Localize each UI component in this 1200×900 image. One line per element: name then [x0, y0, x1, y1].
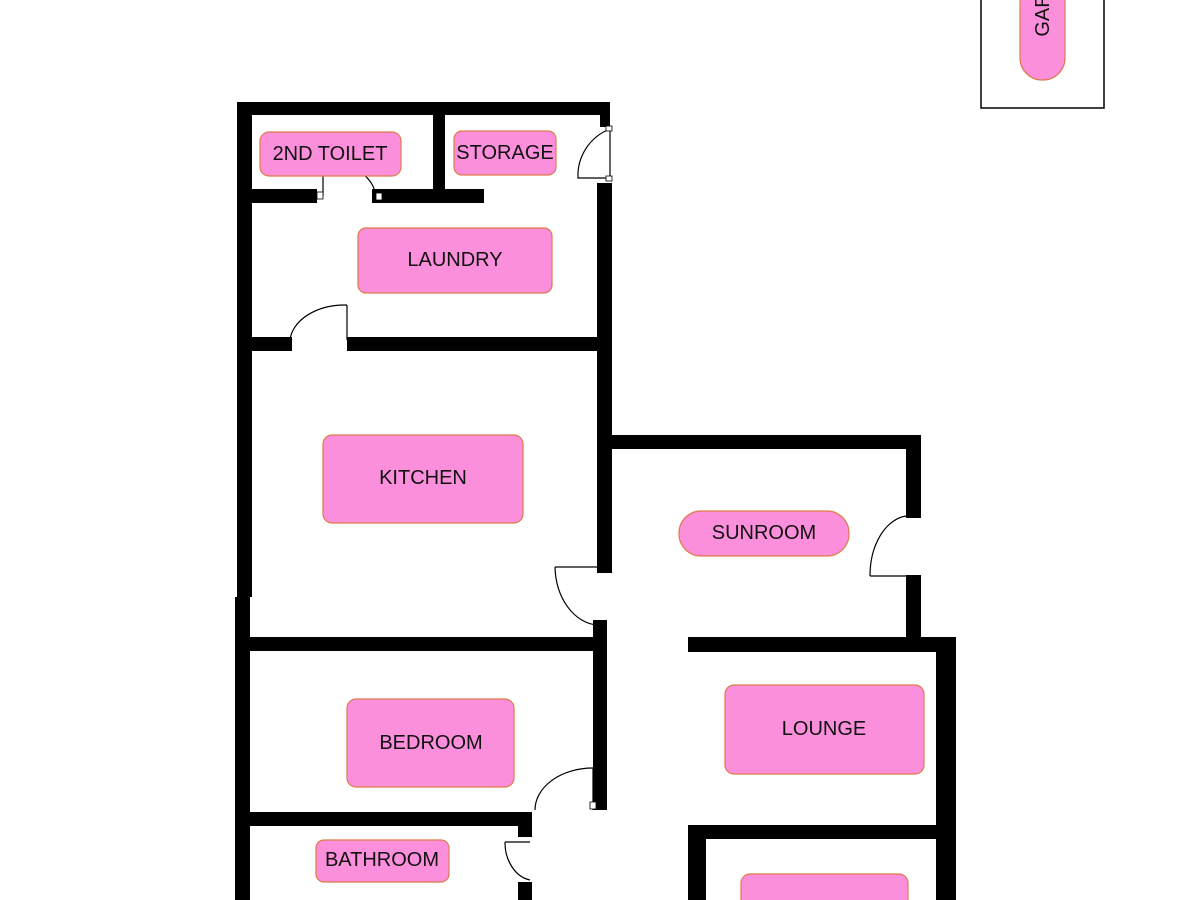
garage-label: GAR — [1032, 0, 1054, 37]
second-toilet-label: 2ND TOILET — [273, 143, 388, 165]
wall-lounge-top — [688, 637, 956, 652]
storage-label-box — [453, 130, 557, 176]
walls — [235, 102, 956, 900]
door-laundry-kitchen — [289, 304, 348, 341]
wall-left-upper — [237, 102, 252, 597]
door-bathroom — [504, 841, 531, 881]
lounge-label-box — [724, 684, 925, 775]
wall-lounge-right — [936, 637, 956, 900]
wall-bottom-room-left — [688, 825, 706, 900]
room-storage: STORAGE — [453, 130, 557, 176]
bathroom-label-box — [315, 839, 450, 883]
wall-toilet-storage-divider — [433, 102, 445, 192]
room-bathroom: BATHROOM — [315, 839, 450, 883]
wall-sunroom-right-upper — [906, 435, 921, 518]
wall-top — [237, 102, 610, 115]
doors — [289, 125, 907, 881]
door-bedroom — [534, 767, 597, 811]
door-sunroom — [869, 515, 907, 577]
room-lounge: LOUNGE — [724, 684, 925, 775]
wall-bathroom-right-lower — [518, 882, 532, 900]
laundry-label: LAUNDRY — [407, 249, 502, 271]
lounge-label: LOUNGE — [782, 718, 866, 740]
laundry-label-box — [357, 227, 553, 294]
door-kitchen-hall — [554, 566, 598, 626]
bottom-room-label-box — [740, 873, 909, 900]
sunroom-label-box — [678, 510, 850, 557]
wall-sunroom-right-lower — [906, 575, 921, 645]
room-labels: 2ND TOILET STORAGE LAUNDRY KITCHEN SUNRO… — [259, 130, 925, 900]
wall-right-top-stub — [600, 102, 610, 127]
bedroom-label: BEDROOM — [379, 732, 482, 754]
garage-label-box — [1019, 0, 1066, 81]
sunroom-label: SUNROOM — [712, 522, 816, 544]
room-laundry: LAUNDRY — [357, 227, 553, 294]
wall-lounge-bottom — [688, 825, 944, 839]
room-bedroom: BEDROOM — [346, 698, 515, 788]
room-kitchen: KITCHEN — [322, 434, 524, 524]
wall-bathroom-right-upper — [518, 812, 532, 837]
kitchen-label: KITCHEN — [379, 467, 467, 489]
wall-right-upper — [597, 183, 612, 573]
storage-label: STORAGE — [456, 142, 553, 164]
wall-bedroom-bottom — [237, 812, 532, 826]
room-sunroom: SUNROOM — [678, 510, 850, 557]
wall-laundry-bottom-right — [347, 337, 597, 351]
room-second-toilet: 2ND TOILET — [259, 131, 402, 177]
bedroom-label-box — [346, 698, 515, 788]
bathroom-label: BATHROOM — [325, 849, 439, 871]
kitchen-label-box — [322, 434, 524, 524]
wall-sunroom-top — [597, 435, 921, 449]
wall-laundry-bottom-left — [250, 337, 292, 351]
room-bottom-partial — [740, 873, 909, 900]
second-toilet-label-box — [259, 131, 402, 177]
wall-toilet-bottom-left — [237, 189, 317, 203]
wall-bedroom-right — [593, 620, 607, 810]
door-storage — [577, 125, 613, 182]
wall-kitchen-bottom — [237, 637, 605, 651]
garage-area: GAR — [980, 0, 1105, 109]
wall-toilet-bottom-right — [372, 189, 484, 203]
